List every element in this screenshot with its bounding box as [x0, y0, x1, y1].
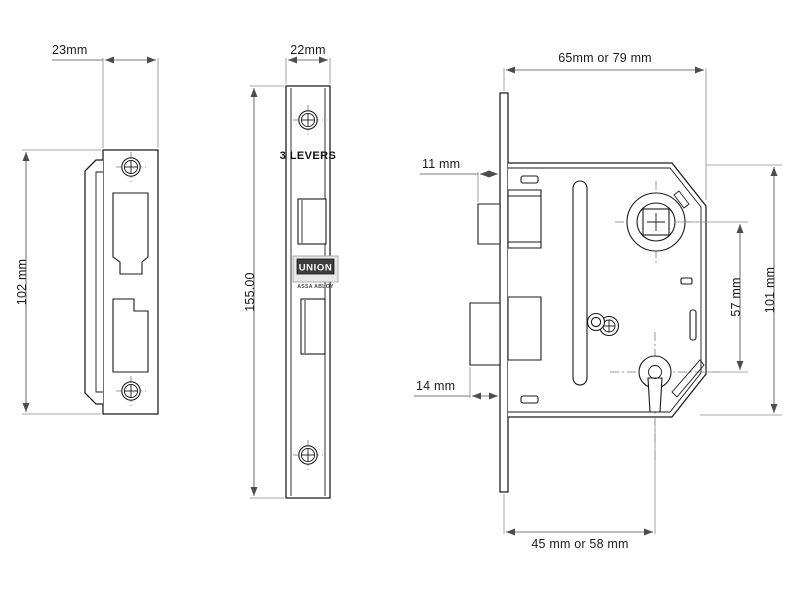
dimension-backset: 45 mm or 58 mm	[503, 420, 656, 551]
logo-brand-text: UNION	[299, 263, 333, 274]
faceplate-aperture-upper	[297, 198, 327, 245]
dimension-bolt-throw-lower: 14 mm	[414, 367, 498, 400]
lock-bolt-lower-throw	[469, 302, 501, 366]
faceplate-lever-marking: 3 LEVERS	[280, 150, 336, 162]
faceplate-body	[285, 85, 331, 499]
dimension-case-height-label: 101 mm	[763, 267, 777, 313]
lock-bolt-upper-block	[507, 189, 542, 249]
lock-case-boss	[586, 312, 606, 332]
lock-case-slot-bottom	[520, 395, 539, 404]
faceplate-screw-top	[293, 105, 323, 135]
dimension-bolt-throw-upper-label: 11 mm	[422, 157, 460, 171]
faceplate-screw-bottom	[293, 440, 323, 470]
lock-keyhole	[610, 332, 720, 460]
dimension-spindle-height: 57 mm	[674, 221, 748, 373]
dimension-bolt-throw-upper: 11 mm	[420, 157, 498, 202]
dimension-faceplate-height: 155.00	[243, 85, 284, 499]
lock-case-chamfer-slot-bottom	[671, 359, 705, 398]
lock-bolt-lower-block	[507, 296, 542, 361]
dimension-strike-width-label: 23mm	[52, 43, 88, 57]
dimension-case-height: 101 mm	[700, 164, 782, 416]
dimension-strike-width: 23mm	[52, 43, 159, 148]
logo-brand-sub-text: ASSA ABLOY	[297, 284, 334, 290]
strike-plate-lip-fold	[95, 171, 103, 393]
strike-plate-screw-top	[116, 152, 146, 182]
view-strike-plate: 23mm 102 mm	[15, 43, 159, 415]
strike-plate-cutout-upper	[112, 192, 149, 275]
dimension-strike-height-label: 102 mm	[15, 259, 29, 305]
lock-case-slot-right-lower	[689, 309, 697, 341]
faceplate-brand-logo: UNION ASSA ABLOY	[292, 255, 339, 290]
logo-box	[296, 258, 335, 275]
lock-case-chamfer-slot-top	[673, 190, 690, 209]
strike-plate-cutout-lower	[112, 298, 149, 373]
dimension-spindle-height-label: 57 mm	[729, 277, 743, 316]
strike-plate-box-lip	[84, 159, 103, 405]
dimension-faceplate-width: 22mm	[285, 43, 331, 84]
lock-spindle-follower	[615, 181, 697, 263]
dimension-faceplate-height-label: 155.00	[243, 272, 257, 311]
dimension-case-length-label: 65mm or 79 mm	[558, 51, 652, 65]
lock-forend-strip	[499, 92, 509, 493]
lock-case-slot-right-mid	[680, 277, 693, 285]
dimension-faceplate-width-label: 22mm	[290, 43, 326, 57]
lock-case-slot-top	[520, 175, 539, 184]
strike-plate-screw-bottom	[116, 376, 146, 406]
lock-case-inner-offset	[508, 167, 702, 413]
dimension-case-length: 65mm or 79 mm	[503, 51, 707, 200]
view-faceplate: 3 LEVERS UNION ASSA ABLOY 22mm	[243, 43, 339, 499]
dimension-backset-label: 45 mm or 58 mm	[531, 537, 628, 551]
view-lock-body: 65mm or 79 mm 11 mm 14 mm 57 mm	[414, 51, 782, 551]
dimension-bolt-throw-lower-label: 14 mm	[416, 379, 455, 393]
lock-bolt-upper-throw	[477, 203, 501, 245]
lock-internal-stump	[572, 180, 588, 386]
strike-plate-face	[102, 149, 159, 415]
dimension-strike-height: 102 mm	[15, 149, 101, 415]
